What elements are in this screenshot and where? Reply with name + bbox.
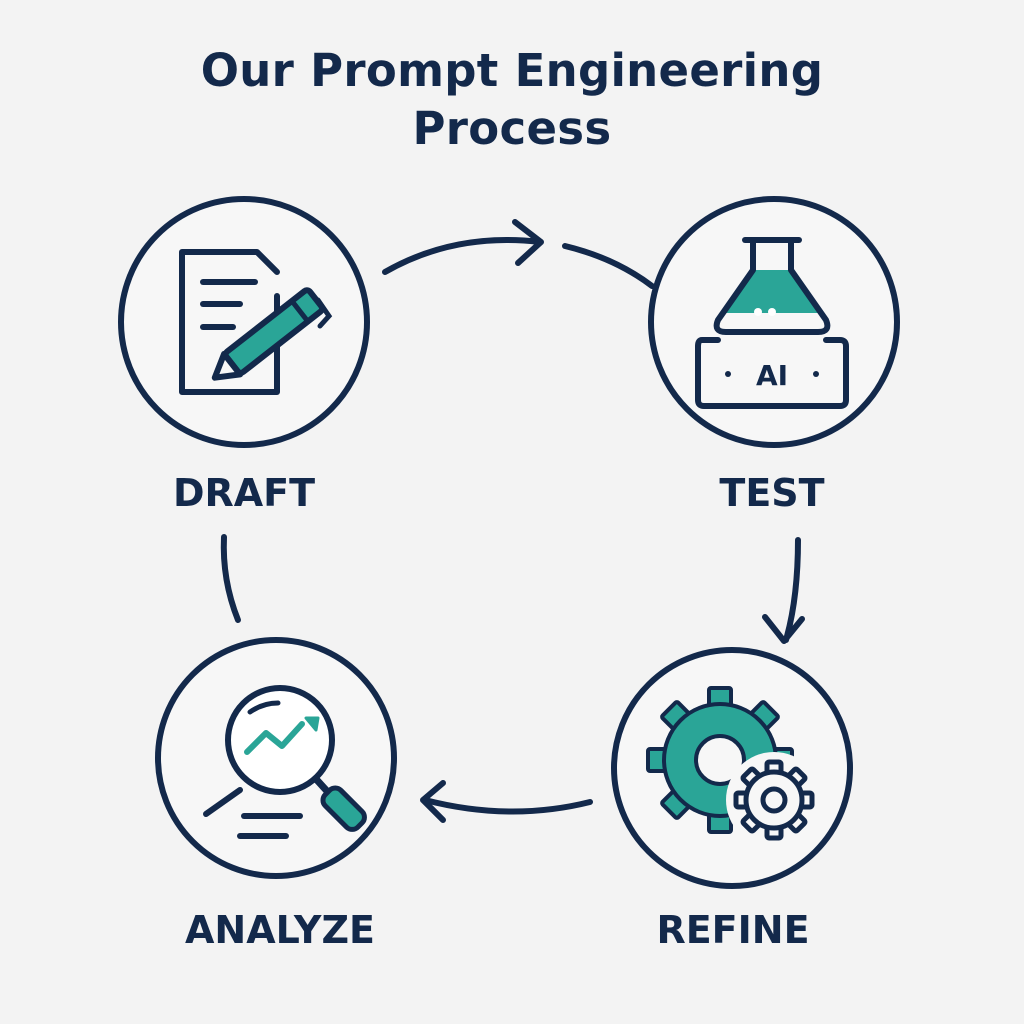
arrow-refine-to-analyze bbox=[420, 780, 593, 823]
step-label-draft: DRAFT bbox=[172, 471, 316, 515]
gears-icon bbox=[646, 686, 822, 848]
ai-badge-text: AI bbox=[756, 359, 788, 392]
arrow-draft-to-test bbox=[382, 219, 544, 275]
title-line-1: Our Prompt Engineering bbox=[200, 44, 824, 97]
page-title: Our Prompt Engineering Process bbox=[0, 42, 1024, 158]
step-refine-node bbox=[611, 647, 853, 889]
flask-ai-icon: AI bbox=[695, 237, 849, 409]
step-draft-circle bbox=[118, 196, 370, 448]
step-label-test: TEST bbox=[719, 471, 825, 515]
step-label-analyze: ANALYZE bbox=[185, 908, 375, 952]
title-line-2: Process bbox=[412, 102, 612, 155]
step-test-node: AI bbox=[648, 196, 900, 448]
step-analyze-node bbox=[155, 637, 397, 879]
arrow-test-to-refine bbox=[762, 537, 805, 644]
step-label-refine: REFINE bbox=[656, 908, 810, 952]
step-draft-node bbox=[118, 196, 370, 448]
connector-analyze-to-draft bbox=[220, 534, 241, 623]
connector-into-test bbox=[562, 243, 655, 289]
step-test-circle bbox=[648, 196, 900, 448]
magnifier-chart-icon bbox=[203, 685, 367, 839]
document-pencil-icon bbox=[179, 249, 333, 395]
